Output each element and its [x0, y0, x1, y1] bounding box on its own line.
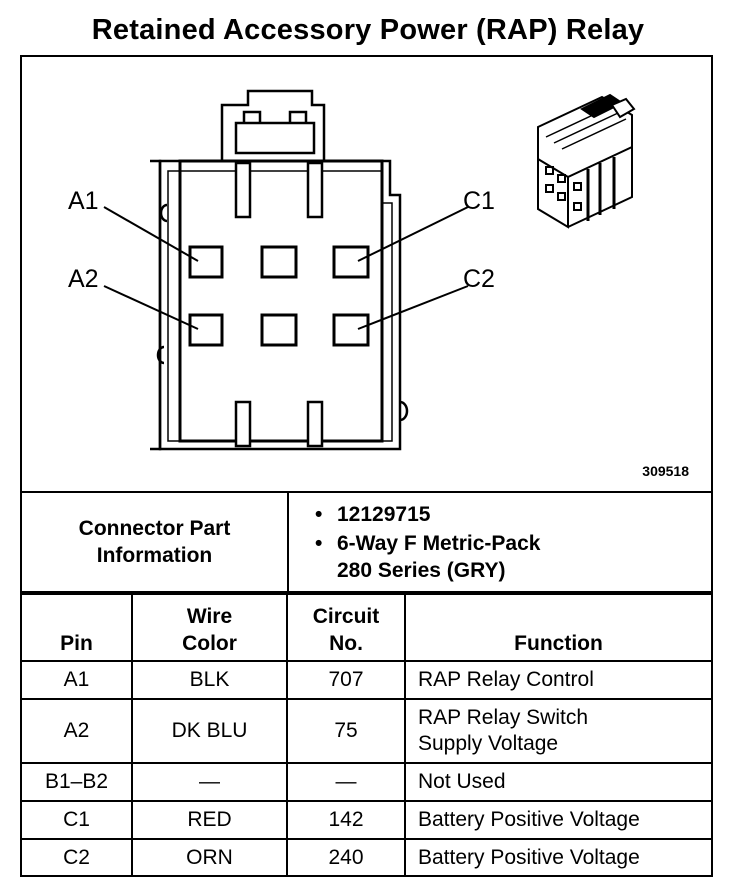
function-cell: Battery Positive Voltage [404, 838, 711, 876]
table-row: C2 ORN 240 Battery Positive Voltage [22, 838, 711, 876]
cavity-c1 [332, 245, 370, 279]
connector-part-number: 12129715 [307, 501, 540, 528]
header-wire-color: Wire Color [131, 593, 288, 662]
pin-label-a1: A1 [68, 187, 99, 215]
wire-color-cell: RED [131, 800, 288, 840]
pin-cell: A1 [22, 660, 133, 700]
pin-cell: C2 [22, 838, 133, 876]
wire-color-cell: ORN [131, 838, 288, 876]
table-row: C1 RED 142 Battery Positive Voltage [22, 800, 711, 840]
circuit-cell: 707 [286, 660, 406, 700]
function-cell: RAP Relay Switch Supply Voltage [404, 698, 711, 764]
connector-iso-view [537, 93, 636, 229]
circuit-cell: 75 [286, 698, 406, 764]
function-cell: Battery Positive Voltage [404, 800, 711, 840]
connector-type: 6-Way F Metric-Pack 280 Series (GRY) [307, 530, 540, 584]
pin-cell: C1 [22, 800, 133, 840]
header-pin: Pin [22, 593, 133, 662]
connector-info-label: Connector Part Information [22, 493, 289, 591]
connector-diagram: A1 A2 C1 C2 [68, 89, 636, 451]
pin-label-c2: C2 [463, 265, 495, 293]
cavity-a2 [188, 313, 224, 347]
cavity-a1 [188, 245, 224, 279]
pin-label-a2: A2 [68, 265, 99, 293]
wire-color-cell: BLK [131, 660, 288, 700]
function-cell: Not Used [404, 762, 711, 802]
page-title: Retained Accessory Power (RAP) Relay [91, 14, 645, 46]
connector-face-view [150, 89, 409, 451]
function-cell: RAP Relay Control [404, 660, 711, 700]
circuit-cell: 142 [286, 800, 406, 840]
cavity-b2 [260, 313, 298, 347]
circuit-cell: — [286, 762, 406, 802]
figure-number: 309518 [642, 463, 689, 479]
connector-info-row: Connector Part Information 12129715 6-Wa… [22, 491, 711, 593]
cavity-c2 [332, 313, 370, 347]
wire-color-cell: — [131, 762, 288, 802]
pin-labels: A1 A2 C1 C2 [68, 187, 495, 293]
table-row: A1 BLK 707 RAP Relay Control [22, 660, 711, 700]
circuit-cell: 240 [286, 838, 406, 876]
terminal-cavities [188, 245, 370, 347]
pin-table: Pin Wire Color Circuit No. Function A1 B… [22, 593, 711, 876]
header-function: Function [404, 593, 711, 662]
table-row: B1–B2 — — Not Used [22, 762, 711, 802]
wire-color-cell: DK BLU [131, 698, 288, 764]
pin-cell: A2 [22, 698, 133, 764]
pin-cell: B1–B2 [22, 762, 133, 802]
connector-frame: A1 A2 C1 C2 309518 Connector Part Inform… [20, 55, 713, 877]
header-circuit: Circuit No. [286, 593, 406, 662]
connector-info-list: 12129715 6-Way F Metric-Pack 280 Series … [307, 501, 540, 586]
table-row: A2 DK BLU 75 RAP Relay Switch Supply Vol… [22, 698, 711, 764]
leader-lines [103, 206, 469, 330]
pin-label-c1: C1 [463, 187, 495, 215]
cavity-b1 [260, 245, 298, 279]
table-header-row: Pin Wire Color Circuit No. Function [22, 593, 711, 662]
